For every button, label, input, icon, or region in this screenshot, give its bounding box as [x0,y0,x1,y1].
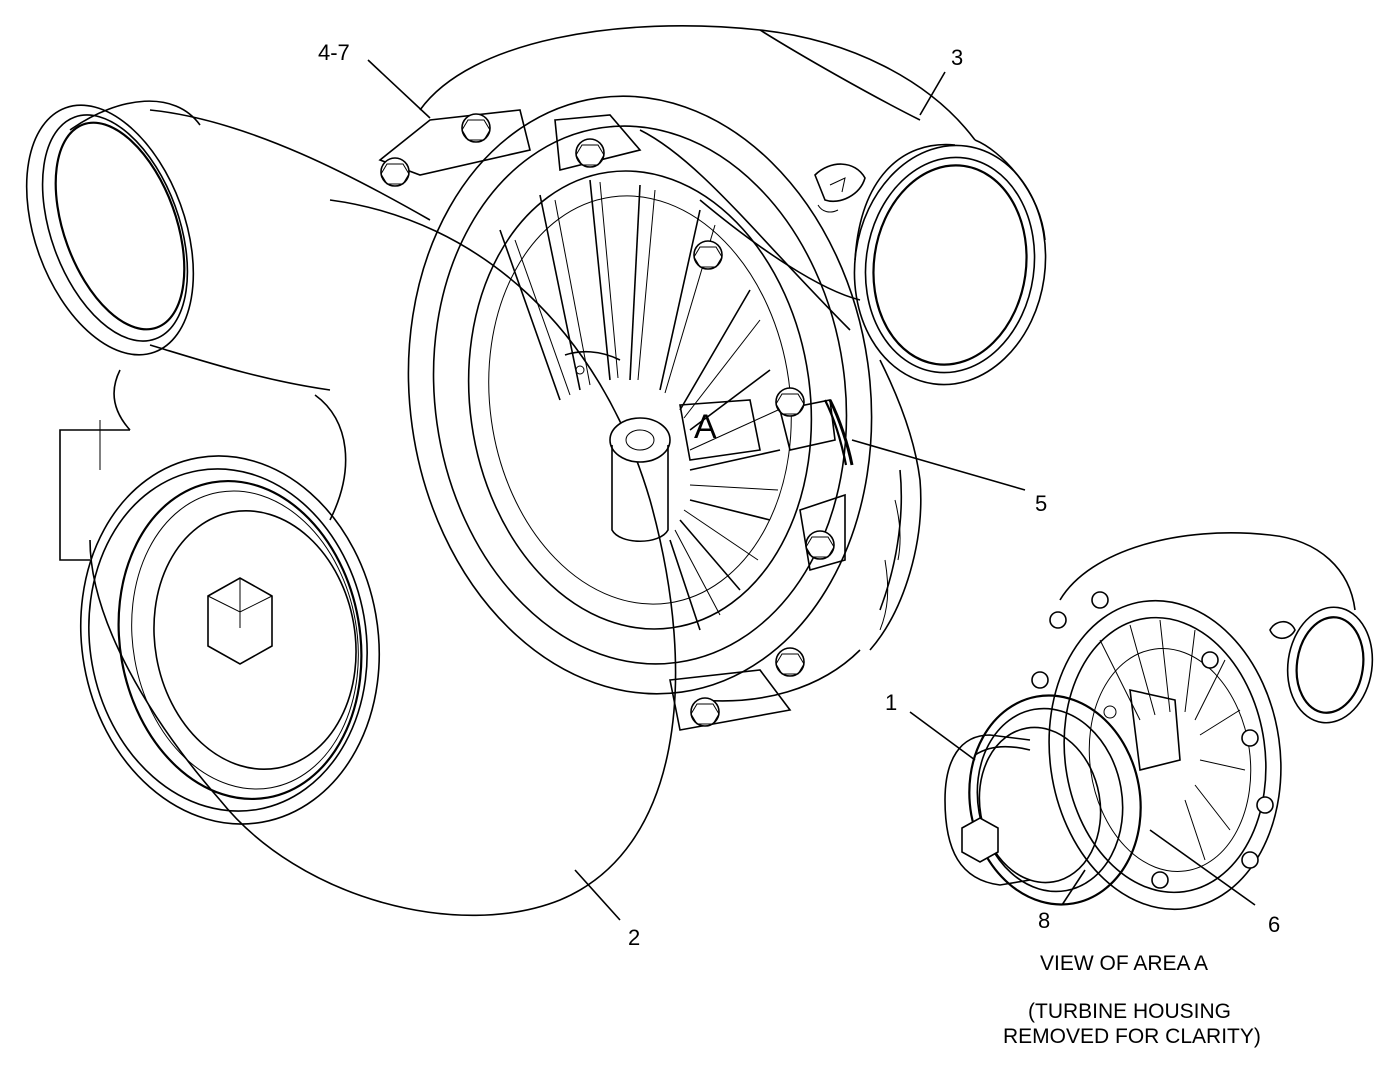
caption-turbine-housing: (TURBINE HOUSING [1028,1000,1232,1023]
caption-removed-for-clarity: REMOVED FOR CLARITY) [1003,1025,1261,1048]
callout-4-7: 4-7 [318,40,350,65]
detail-view-area-a [909,532,1374,911]
callout-3: 3 [951,45,964,70]
callout-2: 2 [628,925,641,950]
center-housing [378,95,873,731]
callout-area-a: A [694,408,717,446]
caption-view-of-area: VIEW OF AREA A [1040,952,1209,975]
callout-5: 5 [1035,491,1048,516]
turbine-housing [419,25,1047,702]
compressor-housing [25,100,677,917]
leader-lines [367,59,1026,921]
bolts [380,113,835,727]
callout-6: 6 [1268,912,1281,937]
main-turbocharger-assembly [25,25,1047,921]
callout-1: 1 [885,690,898,715]
callout-8: 8 [1038,908,1051,933]
